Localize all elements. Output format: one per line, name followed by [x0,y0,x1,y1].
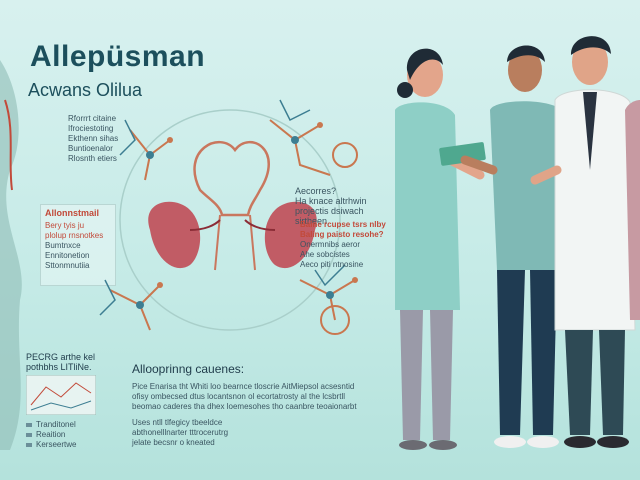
left-box-line: Bumtnxce [45,241,81,250]
partial-figure [625,100,640,320]
callout-2-line: Ahe sobcistes [300,250,350,259]
page-subtitle: Acwans Olilua [28,80,143,100]
paragraph-line: Uses ntll tlfegicy tbeeldce [132,418,223,427]
diagram-ring [119,109,341,331]
left-box-line: Sttonmnutiia [45,261,90,270]
callout-line: Ha knace altrhwin [295,196,367,206]
left-box-line: Bery tyis ju [45,221,85,230]
paragraph-line: ofisy ombecsed dtus locantsnon ol ecorta… [132,392,345,401]
callout-line: sirtheen [295,216,328,226]
bottom-left-item: Reaition [26,430,106,440]
paragraph-line: abthonelllnarter tttrocerutrg [132,428,229,437]
left-info-box: Allonnstmail Bery tyis ju plolup rnsnotk… [40,204,116,286]
doctor-figure [530,36,636,448]
note-line: Rlosnth etiers [68,154,117,163]
bottom-center-text: Allooprinng cauenes: Pice Enarisa tht Wh… [132,362,382,448]
callout-2-line: Baling paisto resohe? [300,230,384,239]
bottom-left-item: Tranditonel [26,420,106,430]
mini-map-graphic [25,374,97,416]
bladder-outline [193,140,270,217]
callout-2: Baine rcupse tsrs nlby Baling paisto res… [300,220,390,270]
woman-figure [395,48,485,450]
callout-2-line: Onermnibs aeror [300,240,361,249]
callout-1: Aecorres? Ha knace altrhwin projectis ds… [295,186,385,226]
callout-2-line: Aeco piti ntnosine [300,260,364,269]
bottom-left-panel: PECRG arthe kel pothbhs LITliNe. Trandit… [25,352,106,450]
bottom-left-heading: PECRG arthe kel [26,352,96,362]
note-line: Rforrrt citaine [68,114,117,123]
left-figure-illustration [0,60,22,450]
left-box-line: plolup rnsnotkes [45,231,104,240]
people-illustration [395,36,640,450]
note-line: Ifrociestoting [68,124,114,133]
callout-2-line: Baine rcupse tsrs nlby [300,220,386,229]
paragraph-line: beomao caderes tha dhex loemesohes tho c… [132,402,357,411]
left-box-line: Ennitonetion [45,251,90,260]
note-line: Ekthenn sihas [68,134,119,143]
bottom-center-heading: Allooprinng cauenes: [132,362,245,376]
page-title: Allepüsman [30,40,206,73]
bottom-left-item: Kerseertwe [26,440,106,450]
anatomy-diagram [99,99,358,335]
left-box-heading: Allonnstmail [45,208,100,218]
paragraph-line: jelate becsnr o kneated [132,438,215,447]
paragraph-line: Pice Enarisa tht Whiti loo bearnce tlosc… [132,382,355,391]
callout-line: projectis dsiwach [295,206,364,216]
left-notes: Rforrrt citaine Ifrociestoting Ekthenn s… [68,114,148,164]
patient-figure [460,45,563,448]
bottom-left-subheading: pothbhs LITliNe. [26,362,92,372]
note-line: Buntioenalor [68,144,113,153]
right-kidney [264,201,317,269]
callout-line: Aecorres? [295,186,337,196]
left-kidney [148,201,201,269]
